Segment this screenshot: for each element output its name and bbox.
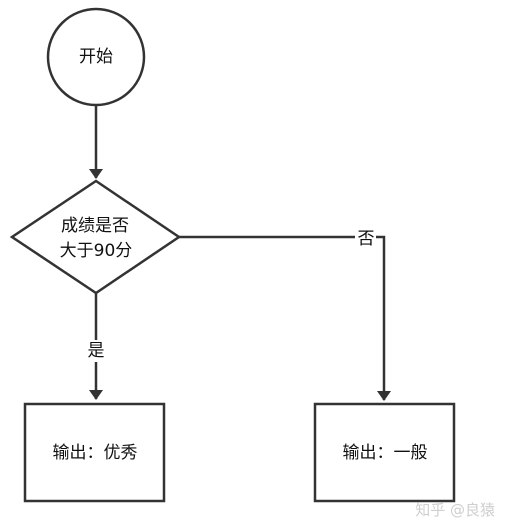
watermark-text: 知乎 @良猿 bbox=[415, 501, 495, 519]
decision-node bbox=[9, 179, 182, 295]
decision-node-label-line1: 成绩是否 bbox=[61, 216, 129, 236]
edge-yes-label: 是 bbox=[88, 341, 105, 361]
edge-decision-to-no-vertical bbox=[376, 235, 391, 401]
edge-no-label: 否 bbox=[358, 229, 375, 249]
result-no-box bbox=[313, 402, 456, 503]
decision-node-label-line2: 大于90分 bbox=[60, 241, 133, 261]
result-yes-label: 输出：优秀 bbox=[53, 443, 138, 463]
start-node-label: 开始 bbox=[79, 47, 113, 67]
result-no-label: 输出：一般 bbox=[343, 443, 428, 463]
result-yes-box bbox=[23, 402, 166, 503]
